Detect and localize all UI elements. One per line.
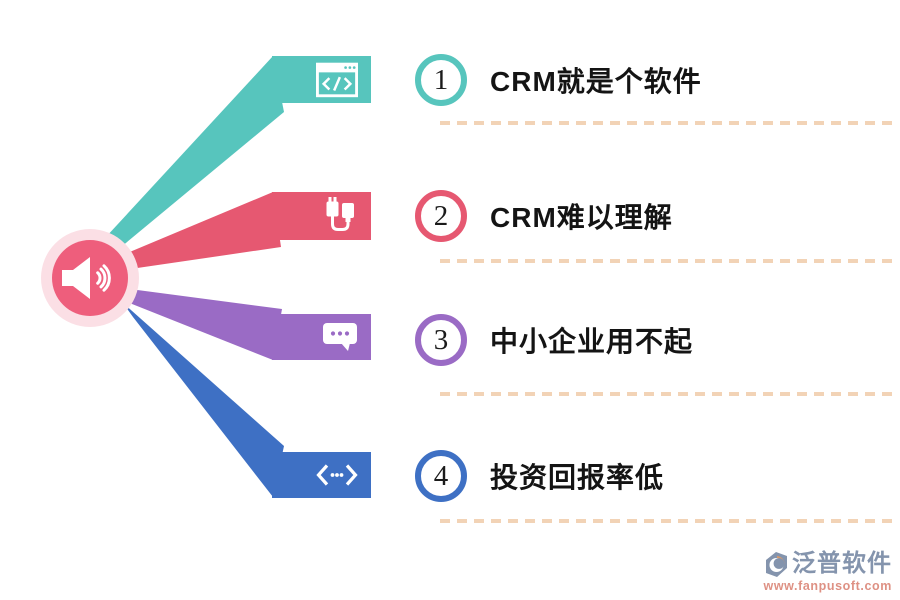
dashed-divider	[440, 392, 893, 396]
item-bar-3	[272, 314, 371, 360]
item-bar-1	[272, 56, 371, 103]
item-bar-2	[272, 192, 371, 240]
step-number-text: 4	[433, 459, 449, 492]
speaker-icon	[62, 257, 111, 299]
usb-cable-icon	[326, 197, 354, 231]
watermark-url: www.fanpusoft.com	[763, 578, 892, 593]
connector-ribbon-1	[105, 56, 284, 252]
item-bar-4	[272, 452, 371, 498]
step-title-4: 投资回报率低	[490, 462, 665, 493]
step-number-text: 3	[433, 323, 449, 356]
step-number-2: 2	[415, 190, 467, 242]
step-title-3: 中小企业用不起	[490, 326, 694, 357]
watermark-brand: 泛普软件	[792, 550, 892, 577]
code-brackets-icon	[316, 464, 358, 486]
code-window-icon	[316, 62, 358, 97]
step-title-1: CRM就是个软件	[490, 66, 702, 97]
chat-bubble-icon	[323, 323, 357, 351]
center-hub	[41, 229, 139, 327]
dashed-divider	[440, 519, 893, 523]
step-number-text: 2	[433, 199, 449, 232]
dashed-divider	[440, 121, 893, 125]
connector-ribbon-4	[123, 303, 284, 497]
step-number-1: 1	[415, 54, 467, 106]
step-number-4: 4	[415, 450, 467, 502]
step-number-3: 3	[415, 314, 467, 366]
fanpu-logo-icon	[766, 551, 787, 577]
watermark: 泛普软件 www.fanpusoft.com	[763, 551, 892, 593]
step-number-text: 1	[433, 63, 449, 96]
step-title-2: CRM难以理解	[490, 202, 673, 233]
dashed-divider	[440, 259, 893, 263]
connector-ribbon-3	[122, 288, 282, 360]
connector-ribbon-2	[120, 192, 281, 270]
